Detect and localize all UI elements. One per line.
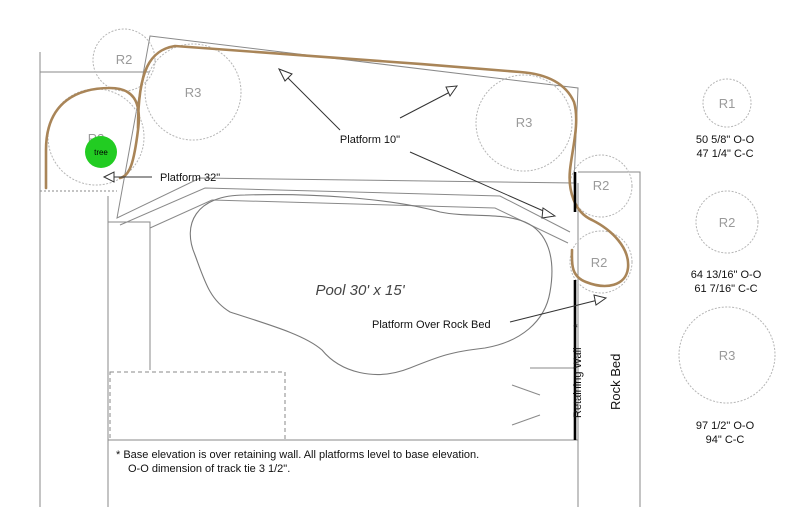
arrow-rockbed-head xyxy=(593,294,608,306)
inner-wall-step xyxy=(108,221,151,370)
legend-circle-r3 xyxy=(678,306,776,404)
circle-label-r2-top-left: R2 xyxy=(116,52,133,67)
arrow-platform10-down-shaft xyxy=(409,151,549,214)
tree-marker xyxy=(85,136,117,168)
stair-line-2 xyxy=(511,414,541,426)
arrows xyxy=(102,68,608,323)
radius-circles xyxy=(47,28,776,404)
circle-r2-top-left xyxy=(92,28,156,92)
circle-r3-right xyxy=(475,74,573,172)
track-path xyxy=(44,44,630,288)
circle-label-r2-right-top: R2 xyxy=(593,178,610,193)
right-structure-outline xyxy=(578,171,641,507)
arrow-platform10-left-head xyxy=(277,68,293,82)
arrow-rockbed-shaft xyxy=(509,299,599,323)
circle-r2-right-top xyxy=(569,154,633,218)
legend-r3-cc: 94" C-C xyxy=(706,434,745,446)
note-line-1: * Base elevation is over retaining wall.… xyxy=(116,449,479,461)
yard-outlines xyxy=(39,35,641,507)
legend-r1-cc: 47 1/4" C-C xyxy=(696,148,753,160)
legend-r3-name: R3 xyxy=(719,348,736,363)
label-rock-bed: Rock Bed xyxy=(608,354,623,410)
legend-r2-cc: 61 7/16" C-C xyxy=(694,283,757,295)
arrow-platform10-down-head xyxy=(541,207,557,219)
arrow-platform10-right-head xyxy=(445,85,459,98)
upper-deck-outline xyxy=(116,35,579,219)
legend-circle-r2 xyxy=(695,190,759,254)
circle-label-r3-left: R3 xyxy=(185,85,202,100)
dashed-area xyxy=(109,371,286,441)
circle-label-r2-right-bottom: R2 xyxy=(591,255,608,270)
pool-deck-edge xyxy=(119,187,571,233)
note-line-2: O-O dimension of track tie 3 1/2". xyxy=(128,463,290,475)
label-retaining-wall-asterisk: * xyxy=(572,323,584,328)
legend-r2-oo: 64 13/16" O-O xyxy=(691,269,762,281)
stair-outline xyxy=(530,367,576,441)
circle-label-r3-right: R3 xyxy=(516,115,533,130)
legend-r1-oo: 50 5/8" O-O xyxy=(696,134,755,146)
legend-r1-name: R1 xyxy=(719,96,736,111)
arrow-platform10-right-shaft xyxy=(399,91,451,119)
tree-label: tree xyxy=(94,148,108,157)
circle-r3-left xyxy=(144,43,242,141)
legend-r2-name: R2 xyxy=(719,215,736,230)
circle-r2-right-bottom xyxy=(569,230,633,294)
arrow-platform10-left-shaft xyxy=(284,74,341,131)
legend-circle-r1 xyxy=(702,78,752,128)
label-platform-10: Platform 10" xyxy=(340,134,400,146)
pool-label: Pool 30' x 15' xyxy=(315,282,405,299)
label-platform-rock-bed: Platform Over Rock Bed xyxy=(372,319,491,331)
legend-r3-oo: 97 1/2" O-O xyxy=(696,420,755,432)
pool-deck-edge-2 xyxy=(149,199,569,244)
label-platform-32: Platform 32" xyxy=(160,172,220,184)
pool-outline xyxy=(189,194,553,375)
stair-line-1 xyxy=(511,384,541,396)
label-retaining-wall: Retaining Wall xyxy=(572,347,584,418)
arrow-platform32-head xyxy=(102,171,115,183)
